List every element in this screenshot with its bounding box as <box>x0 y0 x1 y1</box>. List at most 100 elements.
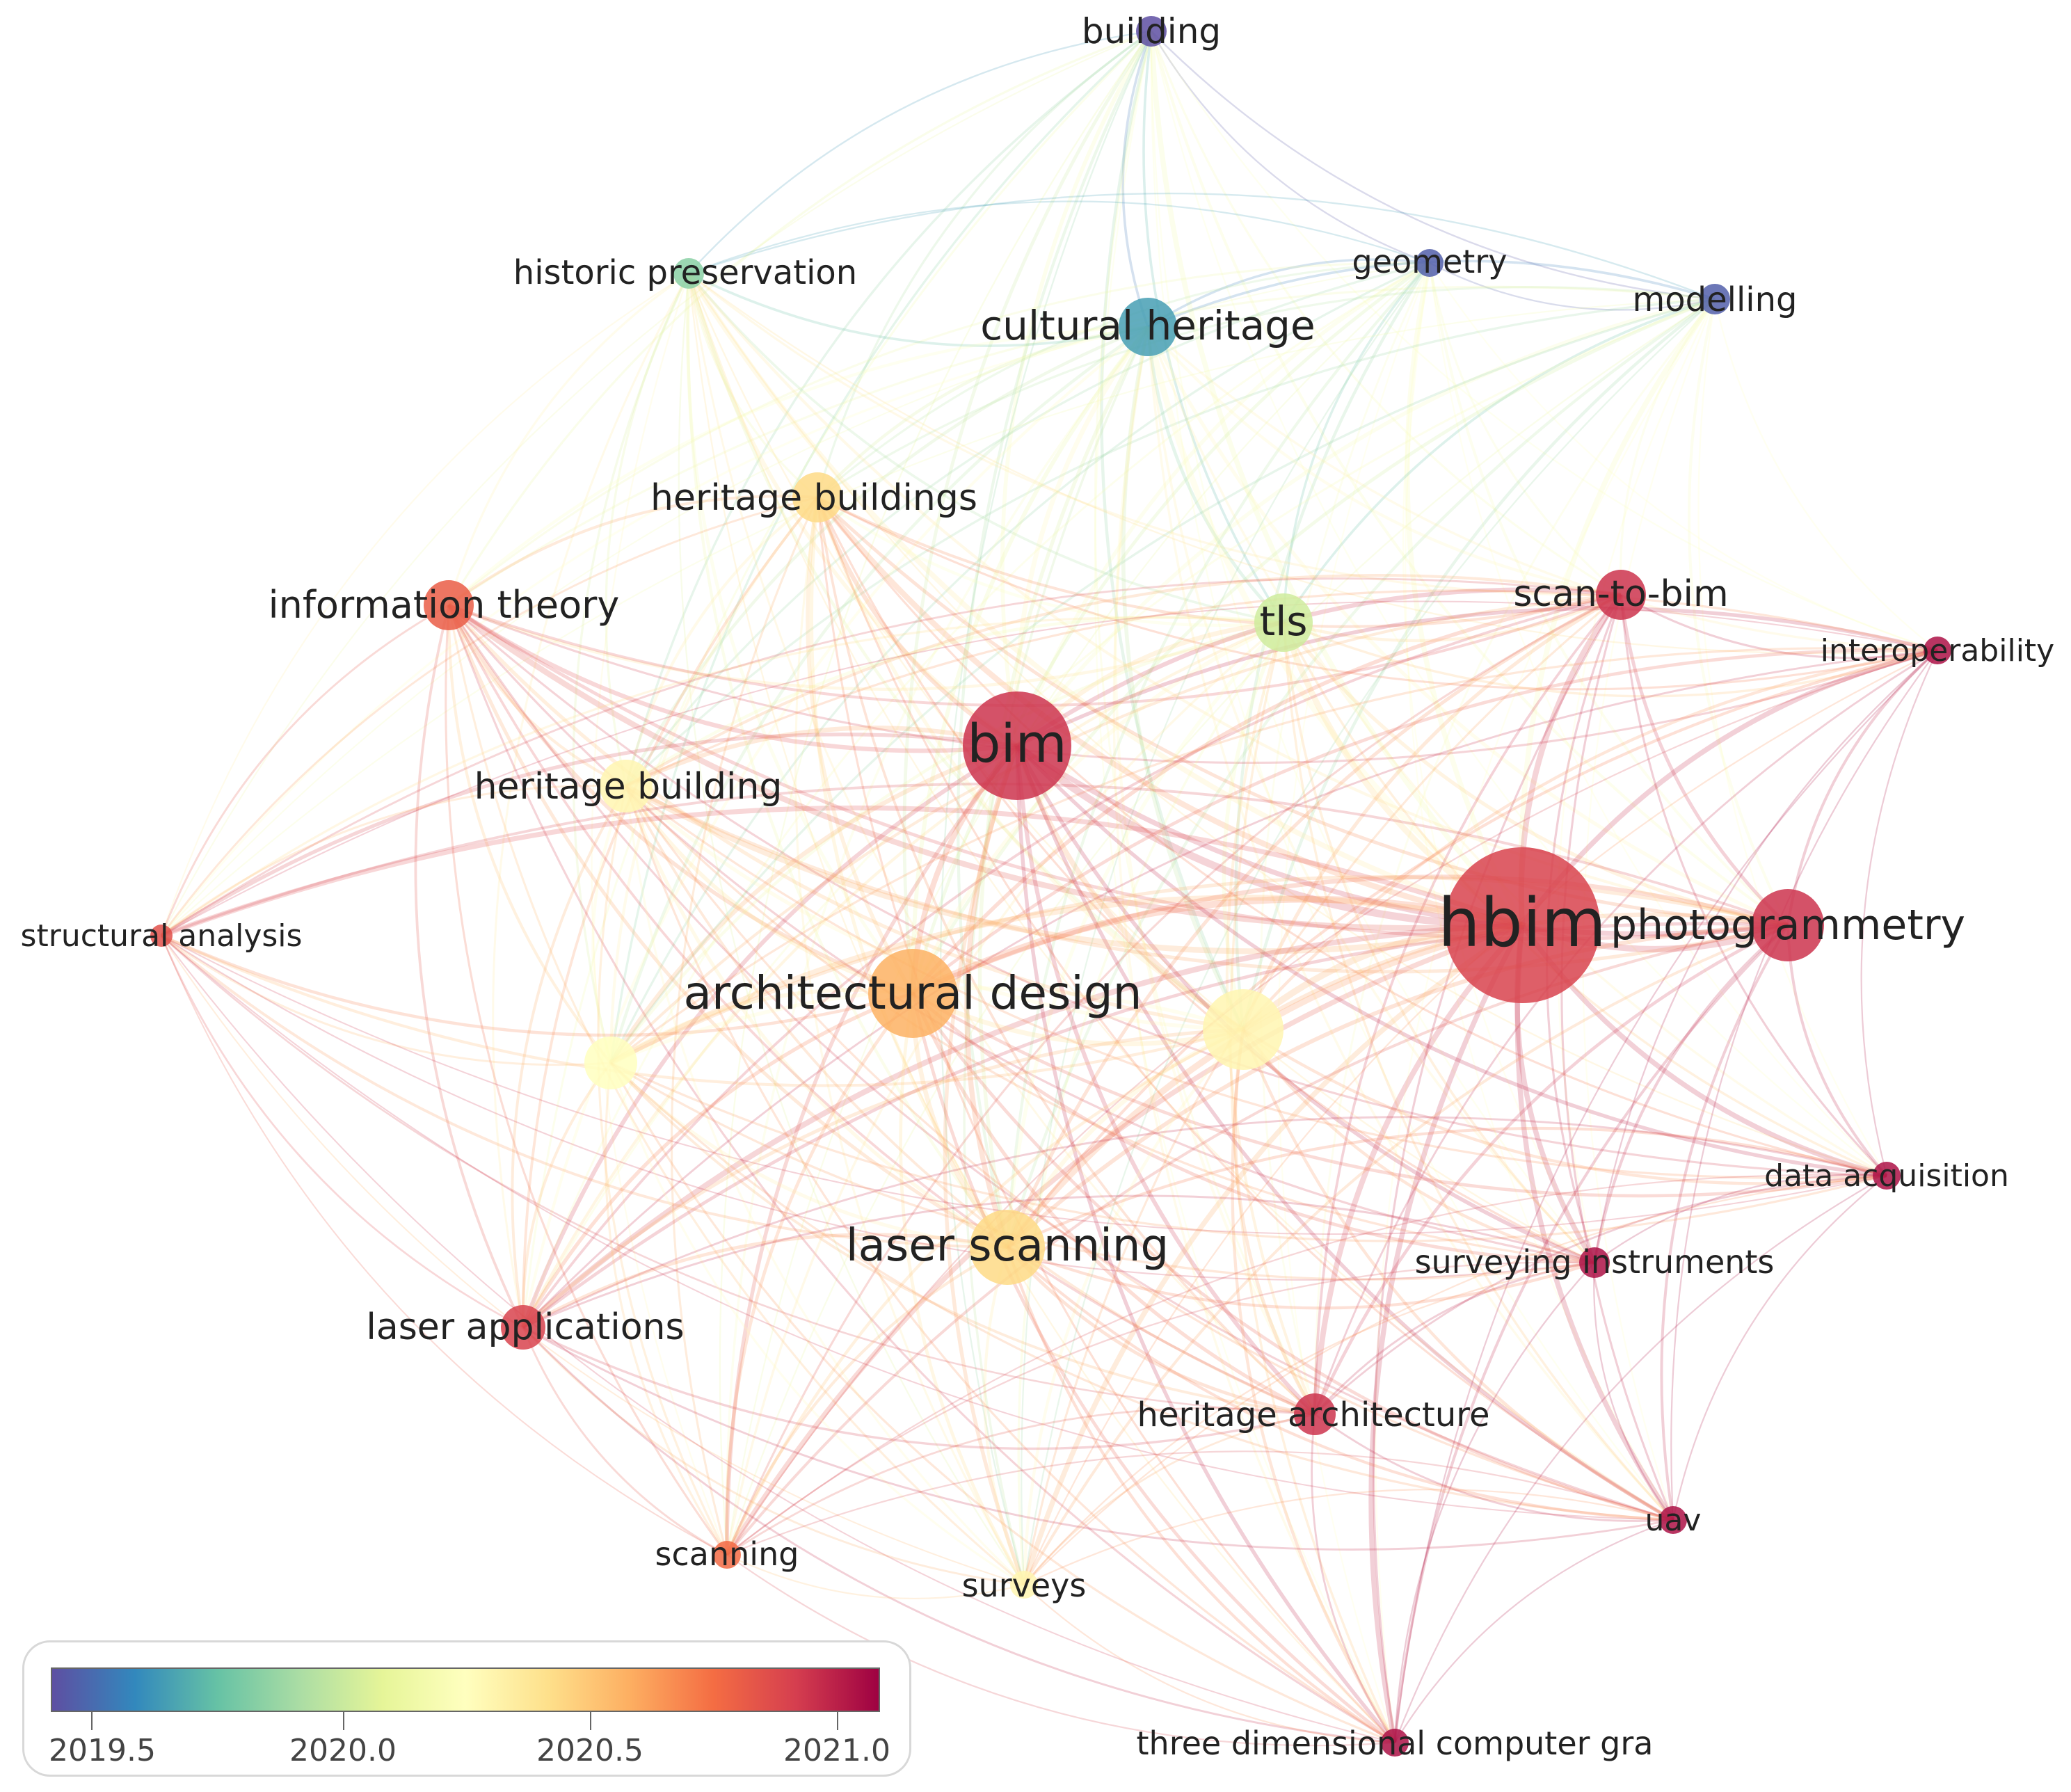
node-label-heritage-building: heritage building <box>474 766 783 808</box>
network-link <box>688 192 1716 301</box>
network-link <box>161 935 1396 1743</box>
network-link <box>687 273 819 499</box>
network-link <box>160 935 524 1329</box>
node-modelling[interactable] <box>1700 284 1730 314</box>
network-link <box>597 785 728 1555</box>
network-link <box>1619 594 1789 927</box>
node-laser-scanning[interactable] <box>970 1210 1045 1285</box>
node-geometry[interactable] <box>1416 249 1444 277</box>
network-link <box>445 605 728 1555</box>
network-link <box>625 785 1595 1264</box>
network-link <box>1016 743 1789 937</box>
network-link <box>625 785 1396 1744</box>
network-link <box>688 273 1887 1177</box>
network-link <box>1146 326 1674 1521</box>
network-link <box>983 1247 1025 1585</box>
node-unlabeled-b[interactable] <box>584 1037 637 1089</box>
node-interoperability[interactable] <box>1924 637 1951 664</box>
network-link <box>1146 326 1887 1177</box>
legend-tick-label: 2020.5 <box>536 1733 643 1768</box>
network-link <box>609 298 1716 1064</box>
legend-tick <box>343 1712 344 1730</box>
network-link <box>1314 1413 1674 1522</box>
network-link <box>902 30 1153 994</box>
network-link <box>1022 1028 1245 1585</box>
network-link <box>1015 261 1431 746</box>
network-link <box>609 1062 1316 1416</box>
network-link <box>625 785 1887 1179</box>
node-laser-applications[interactable] <box>501 1305 545 1350</box>
node-photogrammetry[interactable] <box>1752 889 1824 961</box>
network-link <box>522 1326 1396 1744</box>
network-link <box>591 785 627 1064</box>
network-link <box>1007 1126 1887 1249</box>
legend-color-scale <box>51 1667 880 1712</box>
node-structural-analysis[interactable] <box>150 925 173 947</box>
node-surveys[interactable] <box>1010 1571 1038 1599</box>
network-link <box>911 992 1595 1265</box>
node-unlabeled-a[interactable] <box>1203 989 1284 1070</box>
network-link <box>160 326 1149 936</box>
network-link <box>1016 744 1887 1178</box>
network-link <box>610 1062 1887 1242</box>
node-building[interactable] <box>1136 16 1167 47</box>
network-link <box>816 497 1396 1744</box>
node-surveying-instruments[interactable] <box>1579 1247 1610 1278</box>
network-link <box>1242 1028 1595 1265</box>
node-scan-to-bim[interactable] <box>1596 570 1646 620</box>
network-link <box>625 262 1430 787</box>
network-link <box>1670 650 1938 1521</box>
node-hbim[interactable] <box>1444 847 1600 1003</box>
network-link <box>964 744 1020 1249</box>
network-link <box>161 934 913 1037</box>
network-link <box>1100 31 1245 1030</box>
network-link <box>815 495 1523 929</box>
network-link <box>610 647 1938 1064</box>
node-heritage-buildings[interactable] <box>792 472 842 522</box>
node-cultural-heritage[interactable] <box>1119 298 1177 356</box>
network-link <box>447 605 1396 1744</box>
network-link <box>625 785 1316 1416</box>
network-link <box>609 1062 1025 1586</box>
node-architectural-design[interactable] <box>868 949 957 1038</box>
network-link <box>686 272 1524 928</box>
node-information-theory[interactable] <box>424 580 474 630</box>
node-tls[interactable] <box>1254 593 1313 652</box>
node-three-dimensional[interactable] <box>1381 1729 1409 1757</box>
network-link <box>1241 298 1716 1030</box>
network-link <box>726 1028 1244 1555</box>
network-link <box>678 273 1025 1585</box>
node-label-geometry: geometry <box>1352 243 1508 280</box>
network-link <box>1242 648 1938 1031</box>
node-scanning[interactable] <box>713 1541 741 1569</box>
network-link <box>447 605 612 1064</box>
network-link <box>1282 262 1431 623</box>
network-link <box>1006 1246 1674 1522</box>
node-heritage-building[interactable] <box>600 760 653 813</box>
node-label-scan-to-bim: scan-to-bim <box>1513 573 1728 615</box>
network-link <box>1144 326 1524 928</box>
network-link <box>1023 1584 1396 1744</box>
network-link <box>911 991 1244 1047</box>
network-link <box>591 273 728 1555</box>
network-link <box>1014 742 1523 929</box>
network-link <box>911 874 1789 995</box>
network-link <box>726 1261 1595 1555</box>
network-link <box>609 1062 1008 1249</box>
network-link <box>688 273 1938 655</box>
network-link <box>1620 593 1938 659</box>
network-link <box>448 603 1284 691</box>
node-heritage-architecture[interactable] <box>1294 1393 1336 1435</box>
node-data-acquisition[interactable] <box>1873 1162 1901 1190</box>
network-link <box>609 621 1284 1064</box>
network-link <box>1151 31 1430 264</box>
network-link <box>726 1554 1025 1600</box>
network-link <box>1005 593 1622 1248</box>
network-link <box>625 785 1674 1521</box>
network-link <box>1282 622 1596 1264</box>
node-historic-preservation[interactable] <box>673 258 704 289</box>
node-uav[interactable] <box>1659 1506 1687 1534</box>
node-bim[interactable] <box>963 691 1071 800</box>
network-link <box>943 745 1026 1585</box>
network-link <box>1023 1489 1674 1585</box>
